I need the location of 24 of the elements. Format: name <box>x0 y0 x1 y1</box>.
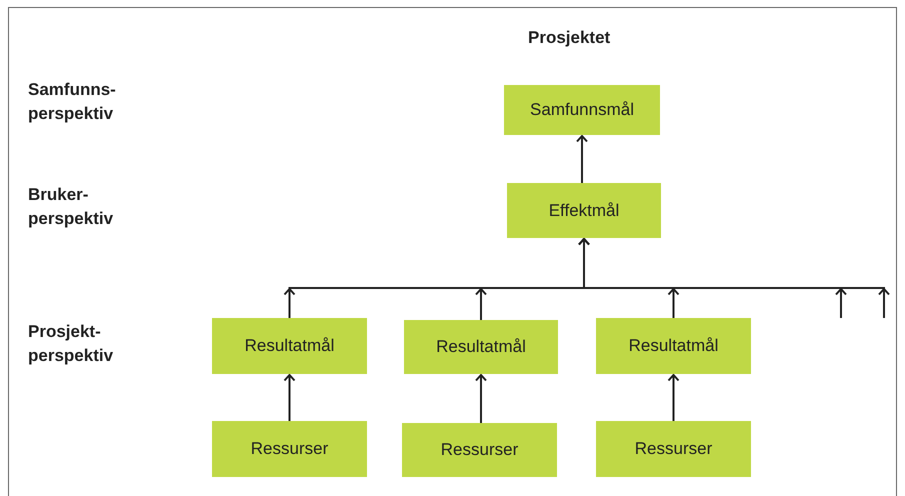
arrow <box>475 374 487 423</box>
level-label: Bruker- perspektiv <box>28 184 114 230</box>
goal-label: Effektmål <box>548 200 620 220</box>
goal-box <box>212 318 367 374</box>
goal-label: Ressurser <box>250 439 328 459</box>
column-heading: Prosjektet <box>528 27 610 49</box>
goal-box <box>212 421 367 477</box>
goal-box <box>404 320 558 374</box>
goal-box <box>596 318 751 374</box>
arrow <box>668 374 680 421</box>
goal-box <box>596 421 751 477</box>
arrow <box>576 135 588 183</box>
goal-label: Ressurser <box>634 439 712 459</box>
goal-box <box>402 423 557 477</box>
goal-label: Ressurser <box>440 440 518 460</box>
goal-label: Samfunnsmål <box>530 100 634 120</box>
level-label: Samfunns- perspektiv <box>28 79 117 125</box>
goal-label: Resultatmål <box>436 337 526 357</box>
goal-box <box>507 183 661 238</box>
goal-label: Resultatmål <box>244 336 334 356</box>
level-label: Prosjekt- perspektiv <box>28 321 114 367</box>
arrow <box>284 374 296 421</box>
goal-box <box>504 85 660 135</box>
goal-label: Resultatmål <box>628 336 718 356</box>
